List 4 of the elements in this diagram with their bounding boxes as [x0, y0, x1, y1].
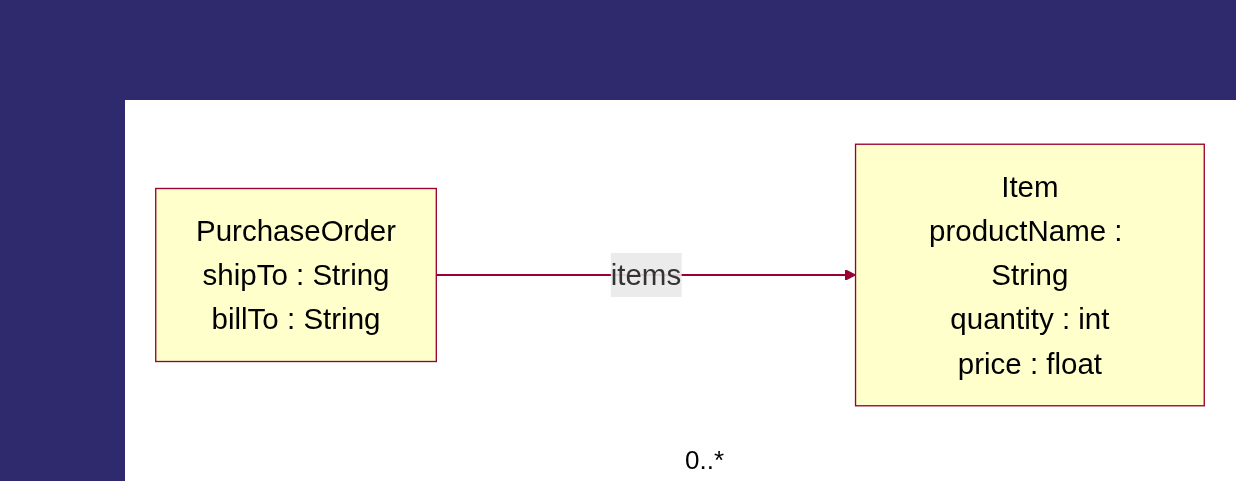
node-box: PurchaseOrder shipTo : String billTo : String: [155, 187, 437, 363]
multiplicity-label: 0..*: [685, 445, 725, 476]
edge-label: items: [610, 258, 682, 292]
node-box: Item productName : String quantity : int price : float: [854, 143, 1205, 407]
